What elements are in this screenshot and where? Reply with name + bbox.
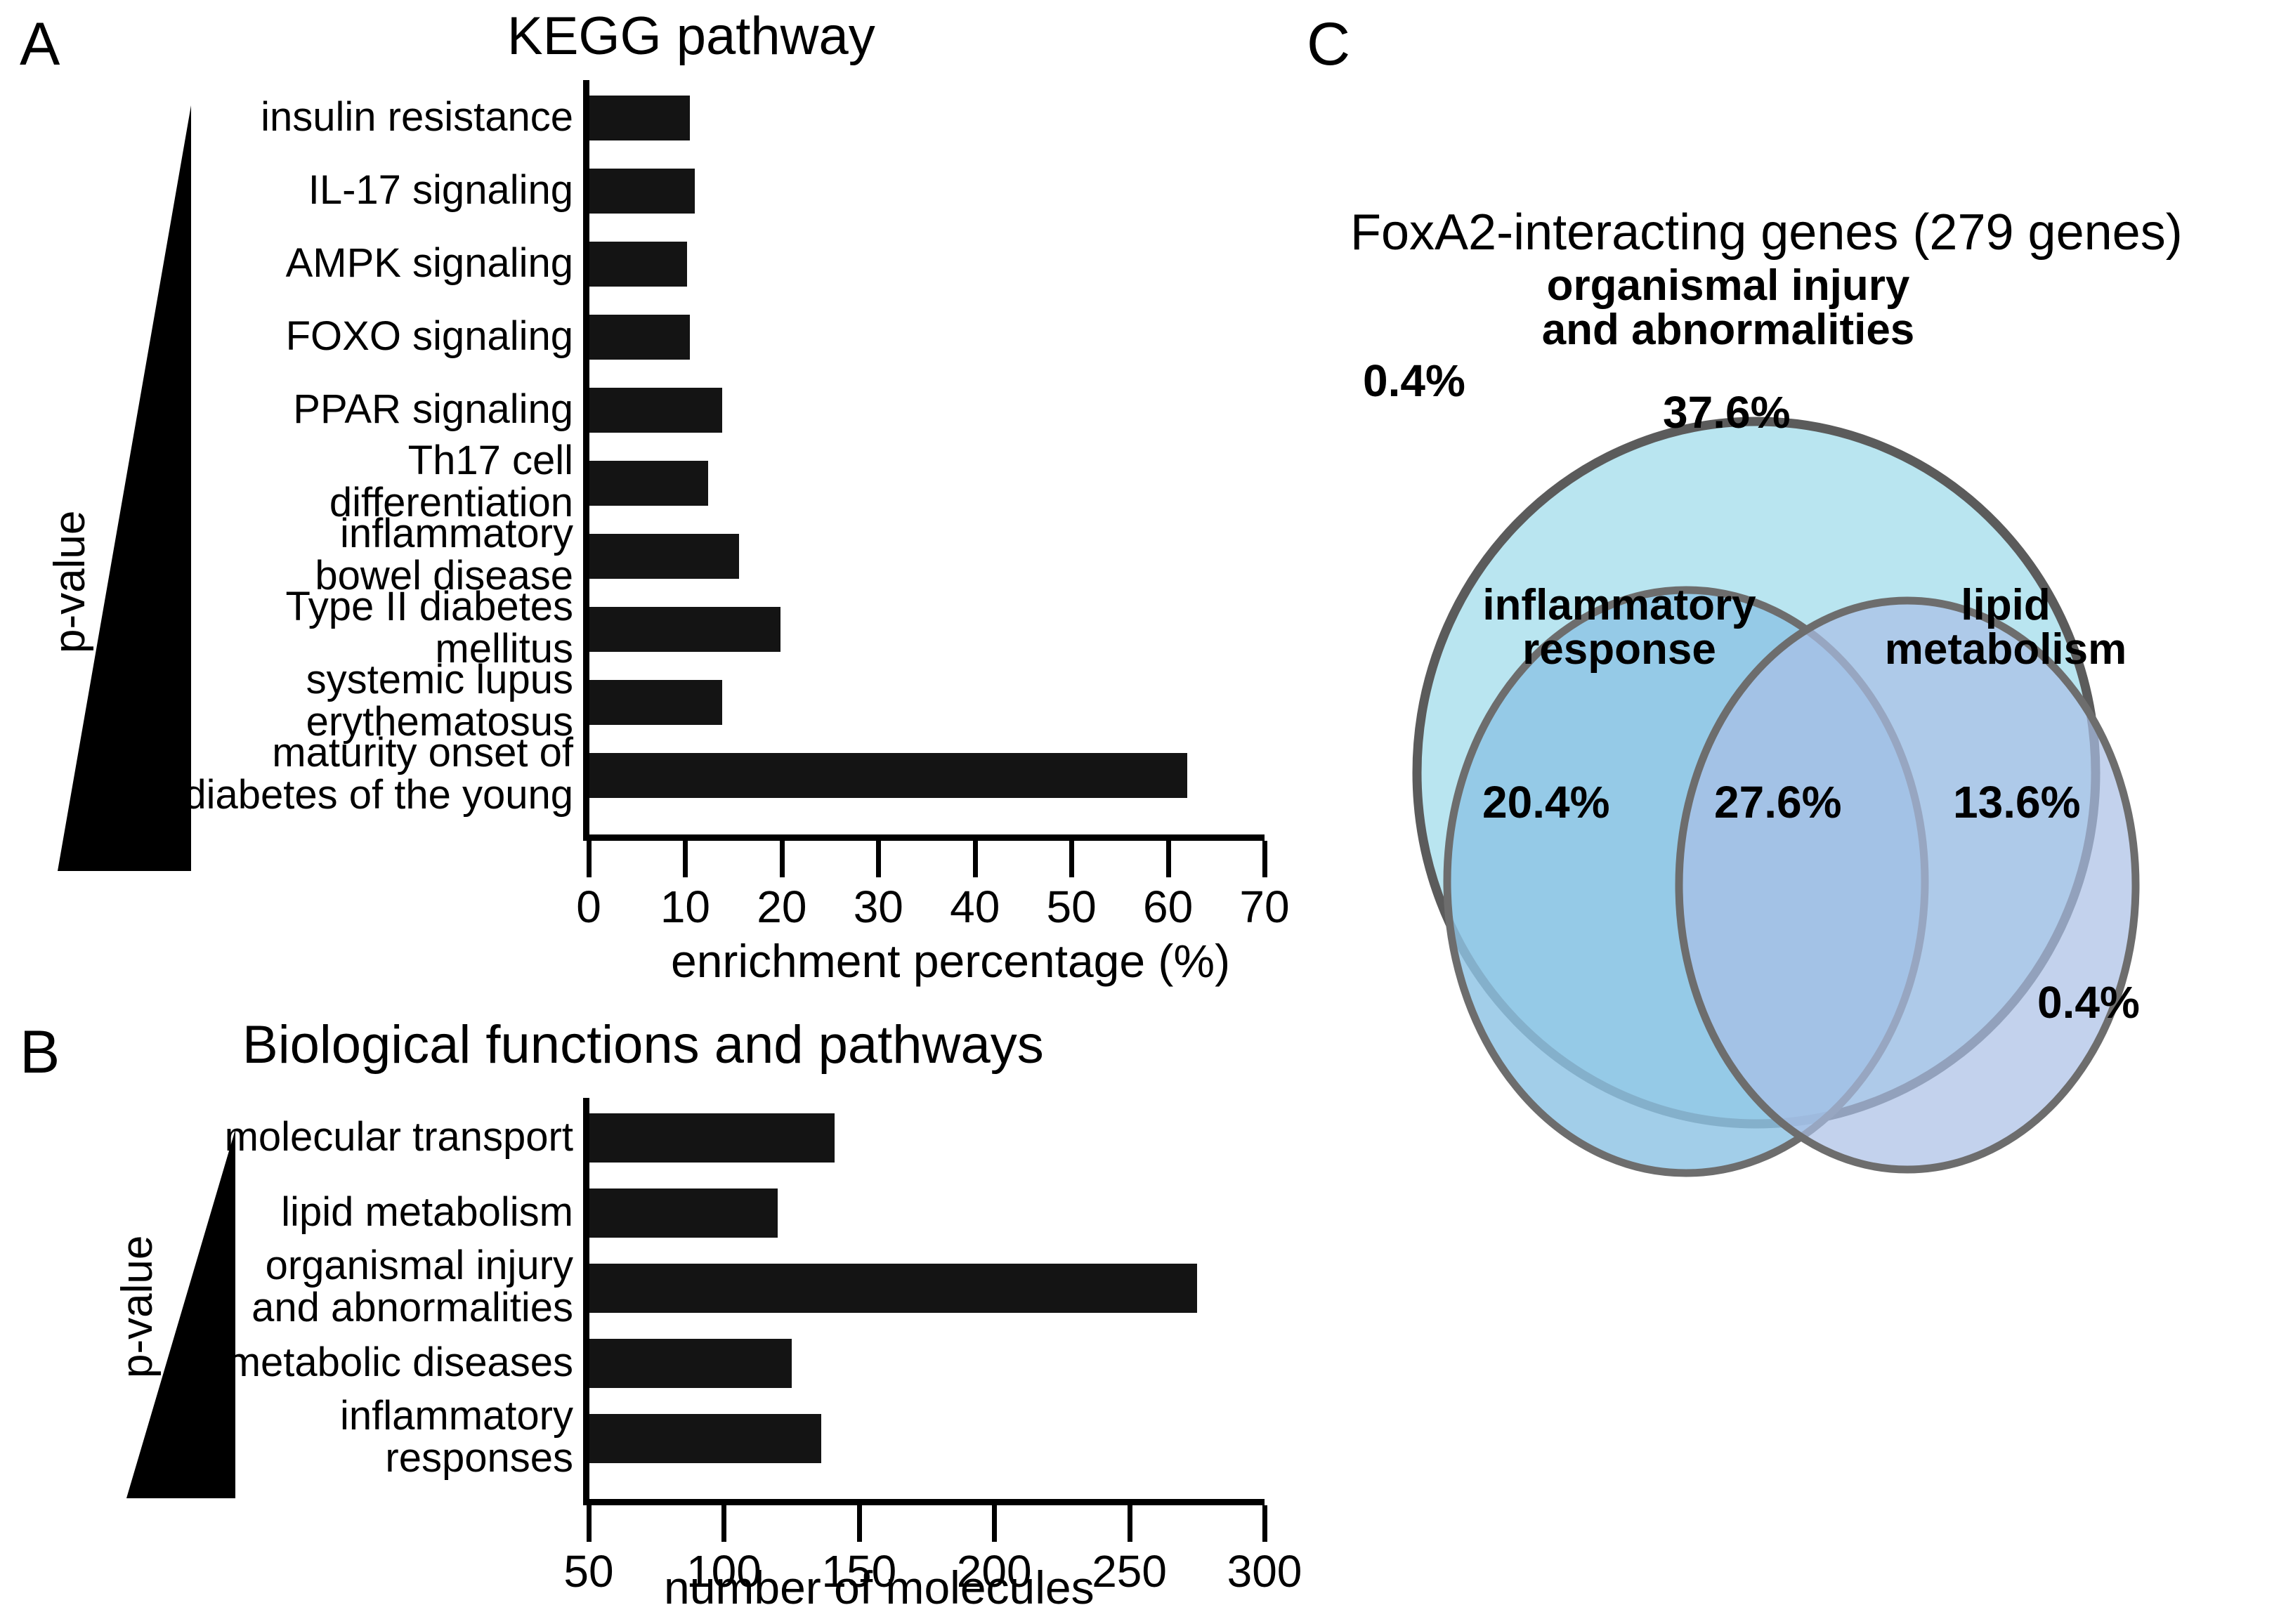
- panel-b-title: Biological functions and pathways: [242, 1015, 1044, 1075]
- category-label: PPAR signaling: [293, 386, 573, 432]
- bar: [589, 1339, 792, 1388]
- x-axis-tick-label: 30: [853, 882, 903, 932]
- venn-oval-lipid: [1675, 596, 2140, 1174]
- bar: [589, 534, 740, 579]
- venn-pct-outside: 0.4%: [1363, 355, 1465, 406]
- panel-c-letter: C: [1307, 11, 1351, 78]
- x-axis-tick-label: 200: [956, 1546, 1032, 1597]
- x-axis-tick-label: 20: [757, 882, 807, 932]
- panel-b-letter: B: [20, 1019, 60, 1086]
- x-axis-tick: [876, 841, 882, 877]
- bar: [589, 1188, 778, 1238]
- venn-pct-intersection: 27.6%: [1714, 777, 1842, 827]
- x-axis-tick: [992, 1505, 998, 1542]
- x-axis-tick: [779, 841, 785, 877]
- y-axis-line: [583, 80, 589, 834]
- venn-svg: [1412, 417, 2140, 1177]
- x-axis-tick-label: 150: [821, 1546, 897, 1597]
- panel-a-x-axis-title: enrichment percentage (%): [671, 935, 1231, 987]
- category-label: FOXO signaling: [285, 313, 573, 359]
- x-axis-tick-label: 10: [660, 882, 711, 932]
- category-label: systemic lupus erythematosus: [306, 657, 573, 745]
- x-axis-tick: [721, 1505, 727, 1542]
- category-label: Type II diabetes mellitus: [285, 584, 573, 672]
- category-label: maturity onset of diabetes of the young: [183, 730, 573, 818]
- venn-pct-inflammatory-only: 20.4%: [1482, 777, 1610, 827]
- category-label: inflammatory bowel disease: [315, 511, 573, 599]
- bar: [589, 1414, 821, 1463]
- bar: [589, 169, 695, 214]
- x-axis-tick: [1069, 841, 1075, 877]
- venn-pct-organismal-only: 37.6%: [1663, 387, 1791, 438]
- category-label: inflammatory responses: [340, 1393, 573, 1481]
- panel-a-title: KEGG pathway: [507, 6, 875, 66]
- category-label: IL-17 signaling: [308, 167, 573, 213]
- bar: [589, 1113, 835, 1163]
- biofun-plot: molecular transport lipid metabolism organ…: [0, 1098, 1335, 1594]
- bar: [589, 1264, 1197, 1313]
- venn-label-inflammatory: inflammatory response: [1482, 581, 1756, 674]
- x-axis-line: [583, 834, 1265, 841]
- x-axis-tick-label: 60: [1142, 882, 1194, 932]
- bar: [589, 315, 691, 360]
- x-axis-tick: [1262, 1505, 1267, 1542]
- panel-b-x-axis-title: number of molecules: [664, 1561, 1095, 1613]
- x-axis-tick: [1262, 841, 1267, 877]
- x-axis-tick: [683, 841, 688, 877]
- venn-pct-lipid-only: 13.6%: [1953, 777, 2081, 827]
- category-label: insulin resistance: [261, 94, 573, 140]
- bar: [589, 388, 722, 433]
- bar: [589, 607, 781, 652]
- venn-label-lipid: lipid metabolism: [1884, 581, 2127, 674]
- bar: [589, 242, 688, 287]
- x-axis-tick: [1127, 1505, 1132, 1542]
- x-axis-tick-label: 70: [1239, 882, 1290, 932]
- category-label: lipid metabolism: [281, 1189, 573, 1235]
- category-label: AMPK signaling: [285, 240, 573, 286]
- x-axis-tick-label: 100: [686, 1546, 762, 1597]
- bar: [589, 753, 1188, 798]
- bar: [589, 680, 722, 725]
- x-axis-tick: [587, 1505, 592, 1542]
- x-axis-line: [583, 1499, 1265, 1505]
- x-axis-tick-label: 250: [1092, 1546, 1167, 1597]
- x-axis-tick: [1165, 841, 1171, 877]
- category-label: organismal injury and abnormalities: [251, 1243, 573, 1331]
- x-axis-tick-label: 50: [1046, 882, 1097, 932]
- x-axis-tick-label: 0: [576, 882, 601, 932]
- venn-label-organismal: organismal injury and abnormalities: [1541, 261, 1915, 355]
- venn-header: FoxA2-interacting genes (279 genes): [1350, 204, 2183, 261]
- y-axis-line: [583, 1098, 589, 1499]
- x-axis-tick-label: 50: [563, 1546, 614, 1597]
- bar: [589, 96, 691, 140]
- category-label: Th17 cell differentiation: [329, 438, 573, 526]
- category-label: molecular transport: [224, 1114, 573, 1160]
- x-axis-tick: [972, 841, 978, 877]
- x-axis-tick: [856, 1505, 862, 1542]
- bar: [589, 461, 709, 506]
- venn-pct-lipid-outside: 0.4%: [2037, 977, 2140, 1028]
- x-axis-tick-label: 300: [1227, 1546, 1302, 1597]
- x-axis-tick: [587, 841, 592, 877]
- x-axis-tick-label: 40: [950, 882, 1000, 932]
- panel-a-letter: A: [20, 11, 60, 78]
- venn-diagram: FoxA2-interacting genes (279 genes) orga…: [1335, 176, 2293, 1370]
- category-label: metabolic diseases: [226, 1340, 573, 1385]
